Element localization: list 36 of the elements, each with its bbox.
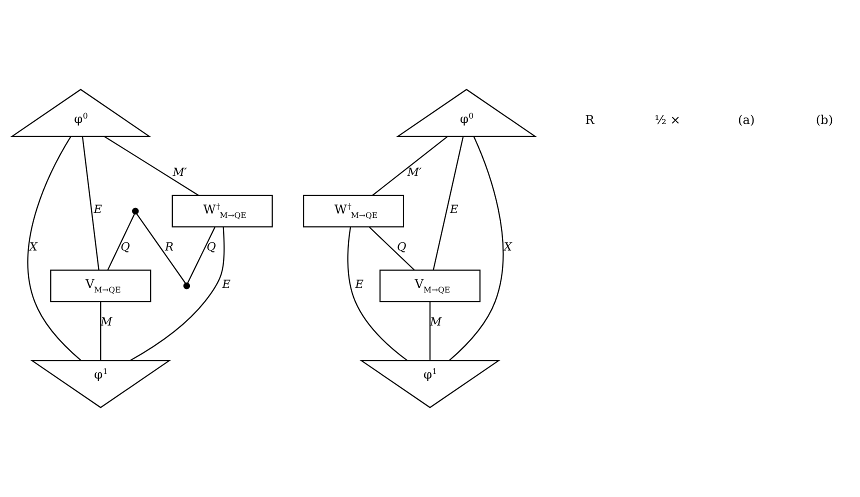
edge-label: M′ [407, 166, 422, 179]
connector [82, 136, 100, 270]
connector [27, 136, 82, 361]
label: R [585, 112, 594, 127]
connector [432, 136, 464, 270]
node-circle [183, 282, 190, 290]
edge-label: R [164, 240, 174, 254]
connector [104, 136, 199, 196]
edge-label: E [94, 203, 102, 216]
label: (b) [816, 112, 834, 127]
node-circle [132, 208, 139, 215]
edge-label: Q [396, 240, 406, 254]
edge-label: X [29, 240, 38, 254]
edge-label: M [100, 315, 112, 328]
edge-label: E [222, 278, 231, 291]
edge-label: E [450, 203, 458, 216]
node-box: V$_{M→QE}$ [50, 270, 152, 302]
connector [187, 226, 216, 284]
connector [368, 226, 415, 271]
label: (a) [738, 112, 755, 127]
edge-label: X [504, 240, 512, 254]
label: ½ × [654, 112, 680, 127]
connector [107, 214, 135, 270]
node-box: V$_{M→QE}$ [379, 270, 481, 302]
edge-label: Q [120, 240, 130, 254]
edge-label: Q [206, 240, 216, 254]
connector [448, 136, 504, 361]
connector [429, 302, 431, 361]
connector [130, 226, 225, 361]
edge-label: E [355, 278, 364, 291]
connector [372, 136, 448, 196]
connector [100, 302, 102, 361]
edge-label: M [430, 315, 442, 328]
edge-label: M′ [172, 166, 187, 179]
connector [136, 213, 186, 284]
connector [347, 226, 408, 361]
